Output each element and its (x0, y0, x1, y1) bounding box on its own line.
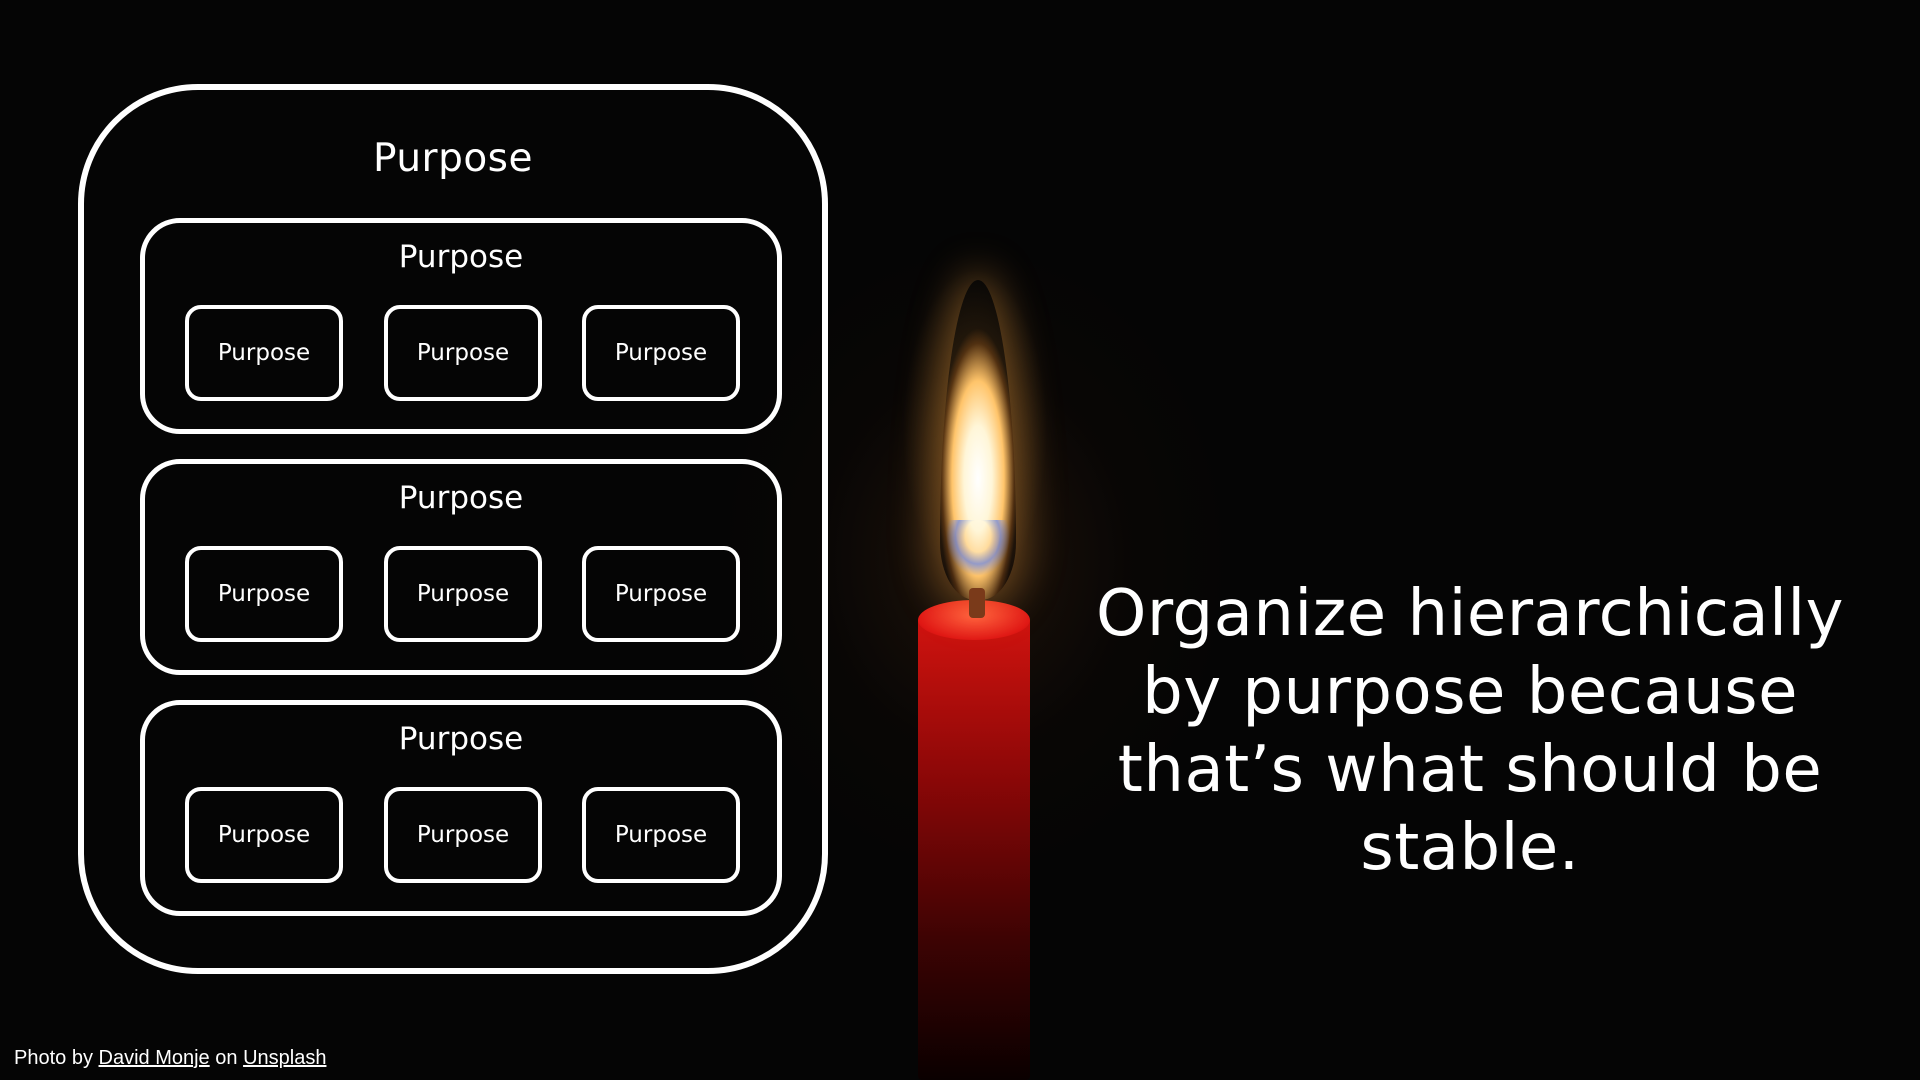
leaf-purpose-box: Purpose (185, 305, 343, 401)
outer-purpose-label: Purpose (84, 136, 822, 181)
candle-wick (969, 588, 985, 618)
credit-middle: on (215, 1047, 237, 1069)
leaf-purpose-box: Purpose (384, 305, 542, 401)
leaf-purpose-box: Purpose (185, 787, 343, 883)
leaf-purpose-box: Purpose (384, 546, 542, 642)
author-link[interactable]: David Monje (99, 1047, 210, 1069)
slide-headline: Organize hierarchically by purpose becau… (1060, 575, 1880, 887)
photo-credit: Photo by David Monje on Unsplash (14, 1047, 326, 1070)
group-label: Purpose (145, 480, 777, 516)
credit-prefix: Photo by (14, 1047, 93, 1069)
purpose-group-1: Purpose Purpose Purpose Purpose (140, 218, 782, 434)
group-label: Purpose (145, 721, 777, 757)
leaf-purpose-box: Purpose (582, 787, 740, 883)
unsplash-link[interactable]: Unsplash (243, 1047, 326, 1069)
purpose-group-2: Purpose Purpose Purpose Purpose (140, 459, 782, 675)
purpose-group-3: Purpose Purpose Purpose Purpose (140, 700, 782, 916)
leaf-purpose-box: Purpose (582, 305, 740, 401)
candle-body (918, 620, 1030, 1080)
leaf-purpose-box: Purpose (185, 546, 343, 642)
outer-purpose-box: Purpose Purpose Purpose Purpose Purpose … (78, 84, 828, 974)
leaf-purpose-box: Purpose (384, 787, 542, 883)
leaf-purpose-box: Purpose (582, 546, 740, 642)
group-label: Purpose (145, 239, 777, 275)
